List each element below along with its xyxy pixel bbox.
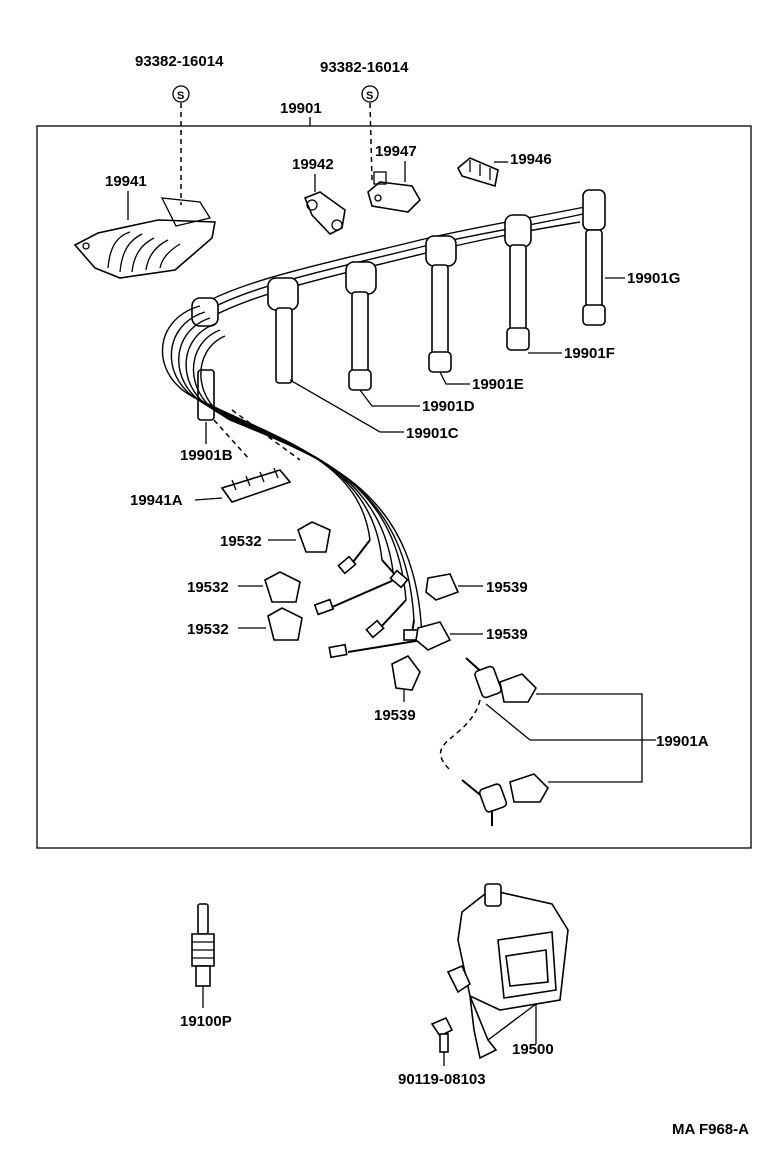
label-holder-6: 19539 (374, 707, 416, 724)
wire-19901d-boot (345, 261, 377, 391)
label-clamp-19947: 19947 (375, 143, 417, 160)
wire-ends (313, 539, 423, 659)
wire-bundle-down (162, 305, 423, 641)
clamp-19941a-part (220, 467, 292, 503)
holder-19532-2 (264, 571, 301, 603)
label-wire-g: 19901G (627, 270, 680, 287)
label-wire-d: 19901D (422, 398, 475, 415)
leader-wire-d (359, 389, 420, 407)
set-frame (36, 125, 752, 849)
clamp-19946-part (457, 157, 499, 188)
leader-igniter-coil (487, 1002, 537, 1044)
wire-19901g-boot (582, 189, 606, 326)
label-igniter-coil: 19500 (512, 1041, 554, 1058)
clamp-19942-part (303, 191, 346, 235)
label-holder-3: 19532 (187, 621, 229, 638)
label-clip-left: 93382-16014 (135, 53, 224, 70)
wire-19901c-boot (267, 277, 299, 384)
label-wire-e: 19901E (472, 376, 524, 393)
wire-19901f-boot (504, 214, 532, 351)
label-clip-right: 93382-16014 (320, 59, 409, 76)
figure-id: MA F968-A (672, 1121, 749, 1138)
label-wire-b: 19901B (180, 447, 233, 464)
label-holder-5: 19539 (486, 626, 528, 643)
leader-wire-a (485, 693, 656, 783)
leader-wire-c (289, 379, 404, 433)
label-holder-4: 19539 (486, 579, 528, 596)
s-symbol-left-text: S (177, 90, 184, 102)
s-symbol-right-text: S (366, 90, 373, 102)
holder-19532-3 (267, 607, 303, 641)
label-clamp-19942: 19942 (292, 156, 334, 173)
wire-19901a (439, 657, 549, 826)
label-clamp-19946: 19946 (510, 151, 552, 168)
leader-clip-right (369, 102, 373, 181)
label-clamp-19941: 19941 (105, 173, 147, 190)
label-holder-1: 19532 (220, 533, 262, 550)
holder-19539-1 (425, 573, 460, 601)
label-wire-f: 19901F (564, 345, 615, 362)
label-wire-c: 19901C (406, 425, 459, 442)
label-clamp-19941a: 19941A (130, 492, 183, 509)
spark-plug-part (191, 903, 215, 987)
igniter-coil-part (446, 883, 569, 1060)
leader-wire-e (439, 371, 470, 385)
s-symbol-left (172, 85, 190, 103)
label-wire-a: 19901A (656, 733, 709, 750)
clamp-19947-part (367, 171, 421, 213)
coil-bolt-part (430, 1016, 454, 1053)
holder-19532-1 (297, 521, 331, 553)
s-symbol-right (361, 85, 379, 103)
label-holder-2: 19532 (187, 579, 229, 596)
clamp-19941-part (73, 197, 216, 279)
label-spark-plug: 19100P (180, 1013, 232, 1030)
label-coil-bolt: 90119-08103 (398, 1071, 486, 1088)
holder-19539-2 (415, 621, 452, 651)
holder-19539-3 (391, 654, 421, 691)
wire-bundle-top (199, 205, 593, 319)
leader-clamp-19941a (194, 497, 223, 501)
wire-19901e-boot (425, 235, 457, 373)
label-set: 19901 (280, 100, 322, 117)
